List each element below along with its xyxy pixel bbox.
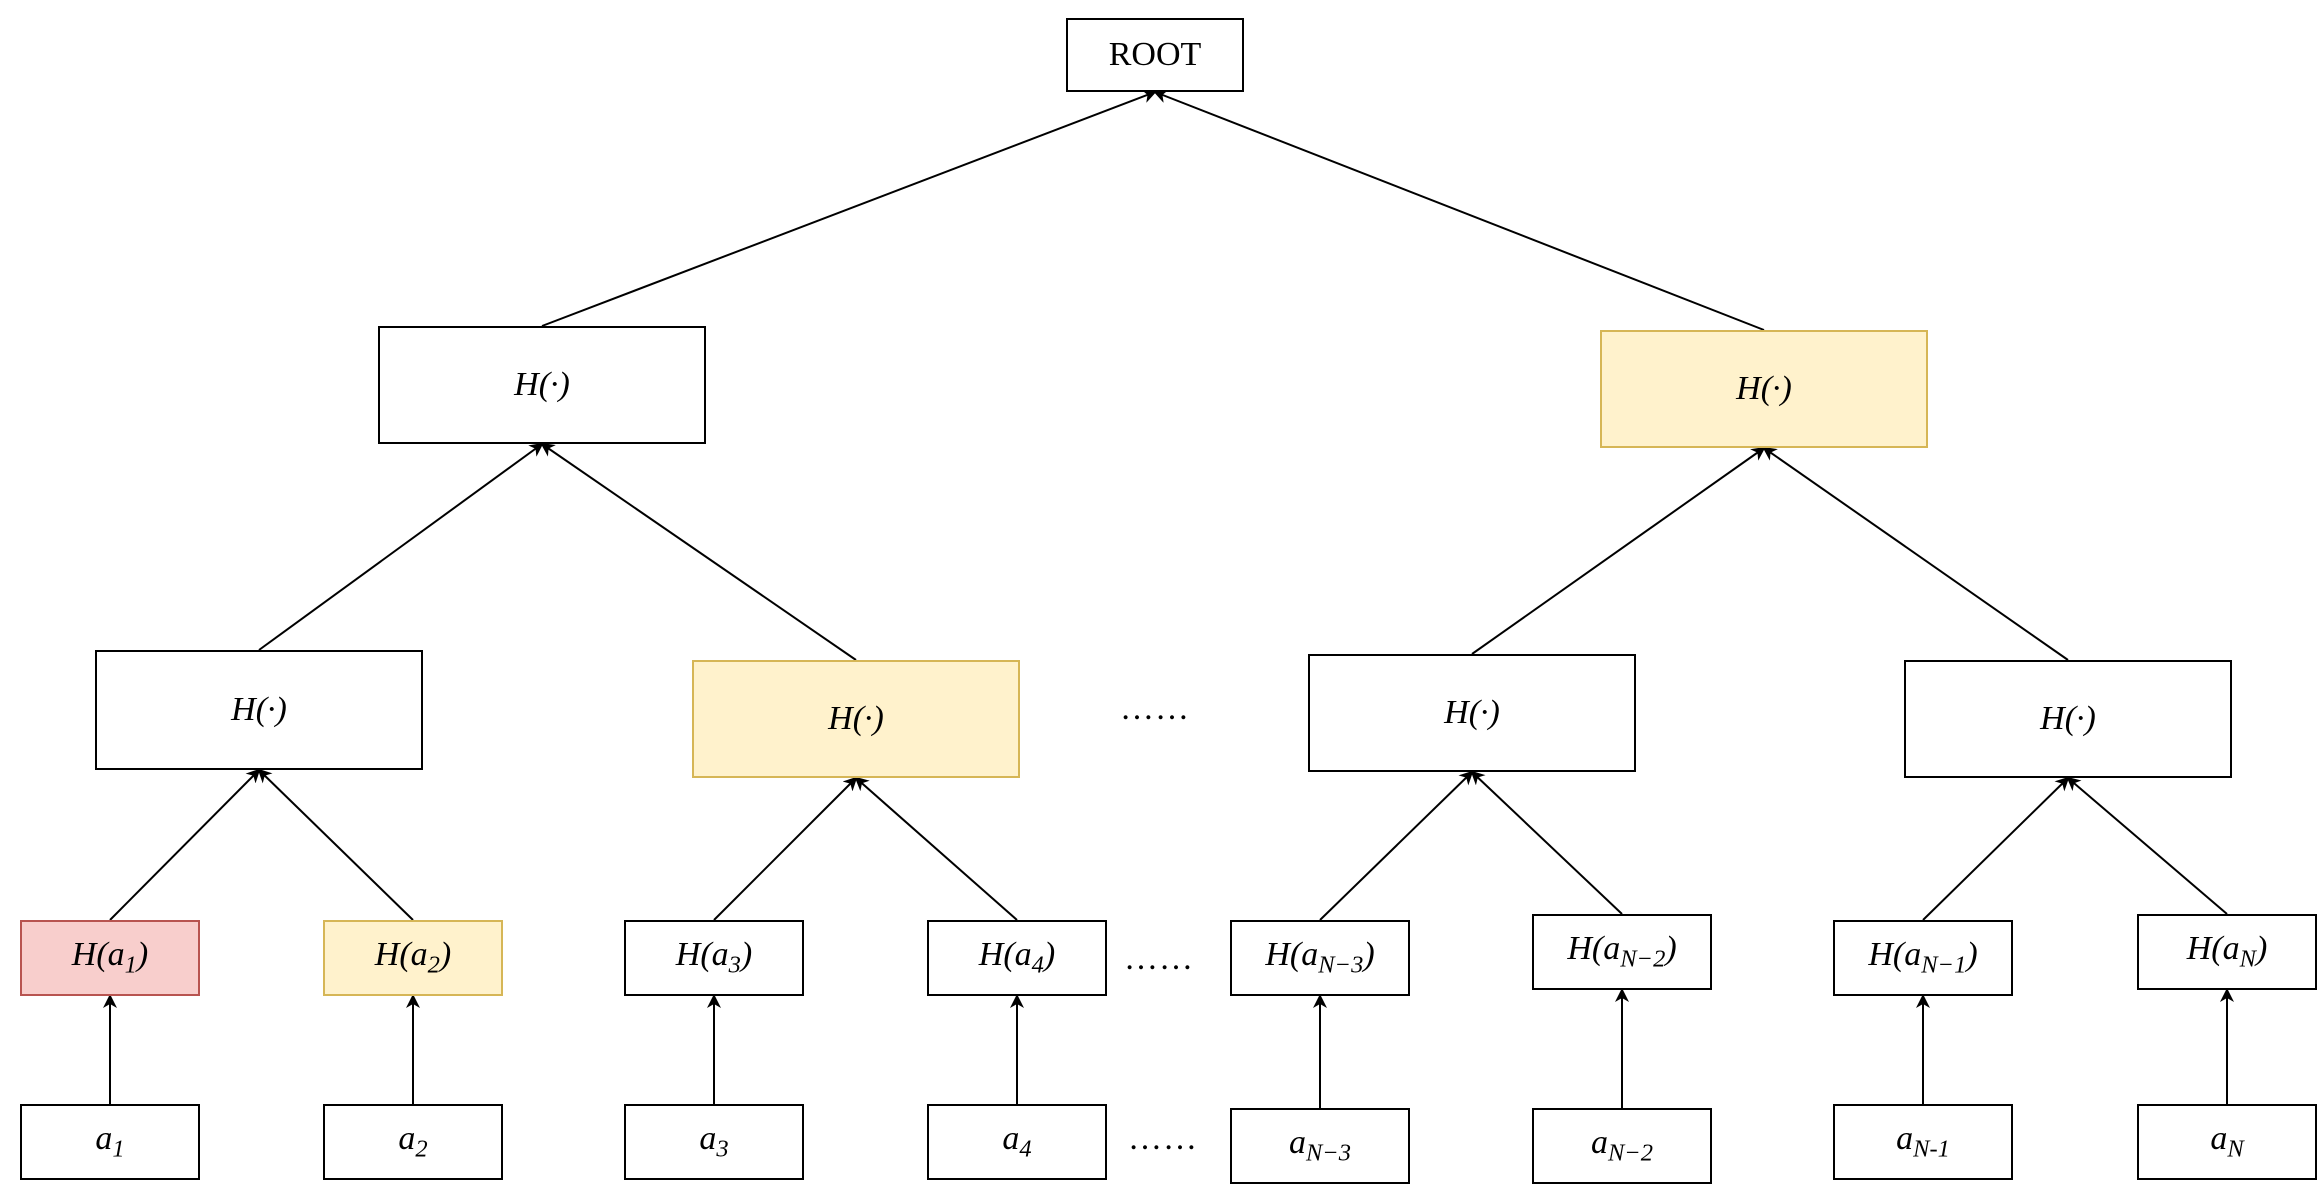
node-label: H(·): [1444, 694, 1500, 731]
edge-arrow: [257, 768, 414, 921]
node-label: H(·): [2040, 700, 2096, 737]
level2-hash-node-left: H(·): [378, 326, 706, 444]
node-label: H(·): [514, 366, 570, 403]
level2-hash-node-right: H(·): [1600, 330, 1928, 448]
edge-arrow: [540, 442, 857, 661]
edge-arrow: [1153, 89, 1765, 331]
node-label: H(aN−3): [1265, 936, 1375, 979]
node-label: H(a2): [374, 936, 452, 979]
edge-arrow: [713, 776, 858, 921]
edge-arrow: [1319, 770, 1474, 921]
hash-leaf-a1: H(a1): [20, 920, 200, 996]
node-label: H(a3): [675, 936, 753, 979]
node-label: aN-1: [1896, 1120, 1950, 1163]
edge-arrow: [854, 776, 1018, 921]
node-label: H(a4): [978, 936, 1056, 979]
hash-leaf-a4: H(a4): [927, 920, 1107, 996]
ellipsis-level1: ……: [1120, 690, 1190, 727]
edge-arrow: [1922, 776, 2070, 921]
node-label: a4: [1002, 1120, 1032, 1163]
edge-arrow: [1471, 446, 1766, 655]
edge-arrow: [2066, 776, 2228, 915]
level1-hash-node-3: H(·): [1308, 654, 1636, 772]
data-block-aN-2: aN−2: [1532, 1108, 1712, 1184]
hash-leaf-aN-2: H(aN−2): [1532, 914, 1712, 990]
ellipsis-hash-leaves: ……: [1124, 940, 1194, 977]
node-label: a2: [398, 1120, 428, 1163]
node-label: H(aN): [2186, 930, 2268, 973]
data-block-aN-3: aN−3: [1230, 1108, 1410, 1184]
data-block-aN: aN: [2137, 1104, 2317, 1180]
data-block-a2: a2: [323, 1104, 503, 1180]
data-block-a4: a4: [927, 1104, 1107, 1180]
ellipsis-data-blocks: ……: [1128, 1120, 1198, 1157]
level1-hash-node-4: H(·): [1904, 660, 2232, 778]
node-label: H(·): [1736, 370, 1792, 407]
data-block-aN-1: aN-1: [1833, 1104, 2013, 1180]
data-block-a1: a1: [20, 1104, 200, 1180]
node-label: aN: [2210, 1120, 2244, 1163]
node-label: a1: [95, 1120, 125, 1163]
root-node: ROOT: [1066, 18, 1244, 92]
node-label: a3: [699, 1120, 729, 1163]
node-label: H(aN−2): [1567, 930, 1677, 973]
node-label: H(·): [231, 691, 287, 728]
node-label: aN−2: [1590, 1124, 1654, 1167]
hash-leaf-aN-1: H(aN−1): [1833, 920, 2013, 996]
root-label: ROOT: [1108, 36, 1202, 73]
level1-hash-node-1: H(·): [95, 650, 423, 770]
hash-leaf-a3: H(a3): [624, 920, 804, 996]
edge-arrow: [109, 768, 261, 921]
data-block-a3: a3: [624, 1104, 804, 1180]
hash-leaf-a2: H(a2): [323, 920, 503, 996]
hash-leaf-aN-3: H(aN−3): [1230, 920, 1410, 996]
node-label: aN−3: [1288, 1124, 1352, 1167]
node-label: H(·): [828, 700, 884, 737]
edge-arrow: [541, 89, 1157, 327]
edge-arrow: [1470, 770, 1623, 915]
hash-leaf-aN: H(aN): [2137, 914, 2317, 990]
edge-arrow: [1762, 446, 2069, 661]
node-label: H(a1): [71, 936, 149, 979]
level1-hash-node-2: H(·): [692, 660, 1020, 778]
edge-arrow: [258, 442, 544, 651]
node-label: H(aN−1): [1868, 936, 1978, 979]
